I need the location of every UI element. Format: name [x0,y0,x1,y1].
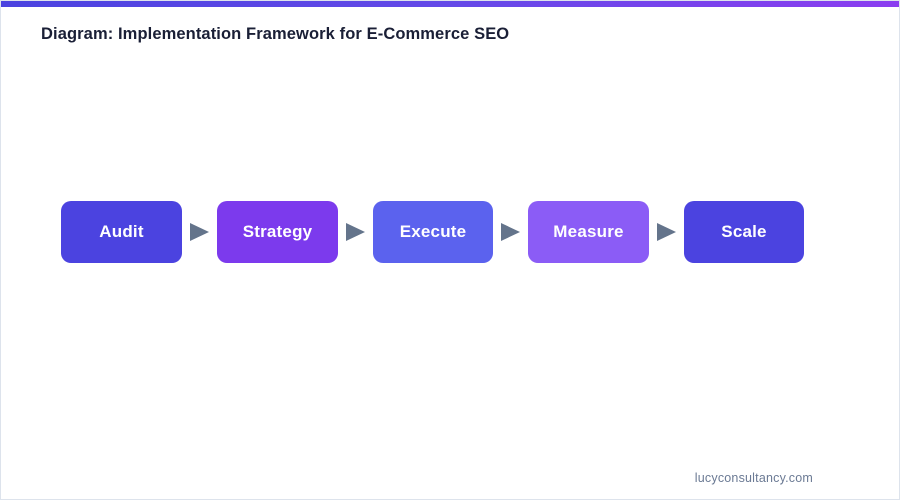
flow-node-audit[interactable]: Audit [61,201,182,263]
flow-node-label: Execute [399,222,467,241]
process-flow: Audit Strategy Execute Measure [61,201,804,263]
footer-source-url: lucyconsultancy.com [694,471,813,485]
flow-node-label: Scale [721,222,767,241]
flow-arrow-3 [493,201,528,263]
top-accent-bar [1,1,899,7]
page-title: Diagram: Implementation Framework for E-… [41,25,510,43]
triangle-right-icon [346,223,365,241]
triangle-right-icon [657,223,676,241]
flow-node-label: Audit [99,222,144,241]
flow-arrow-1 [182,201,217,263]
flow-node-scale[interactable]: Scale [684,201,804,263]
flow-arrow-2 [338,201,373,263]
triangle-right-icon [501,223,520,241]
flow-node-label: Strategy [242,222,313,241]
flow-node-strategy[interactable]: Strategy [217,201,338,263]
flow-node-measure[interactable]: Measure [528,201,649,263]
flow-node-execute[interactable]: Execute [373,201,493,263]
flow-node-label: Measure [553,222,624,241]
triangle-right-icon [190,223,209,241]
flow-arrow-4 [649,201,684,263]
